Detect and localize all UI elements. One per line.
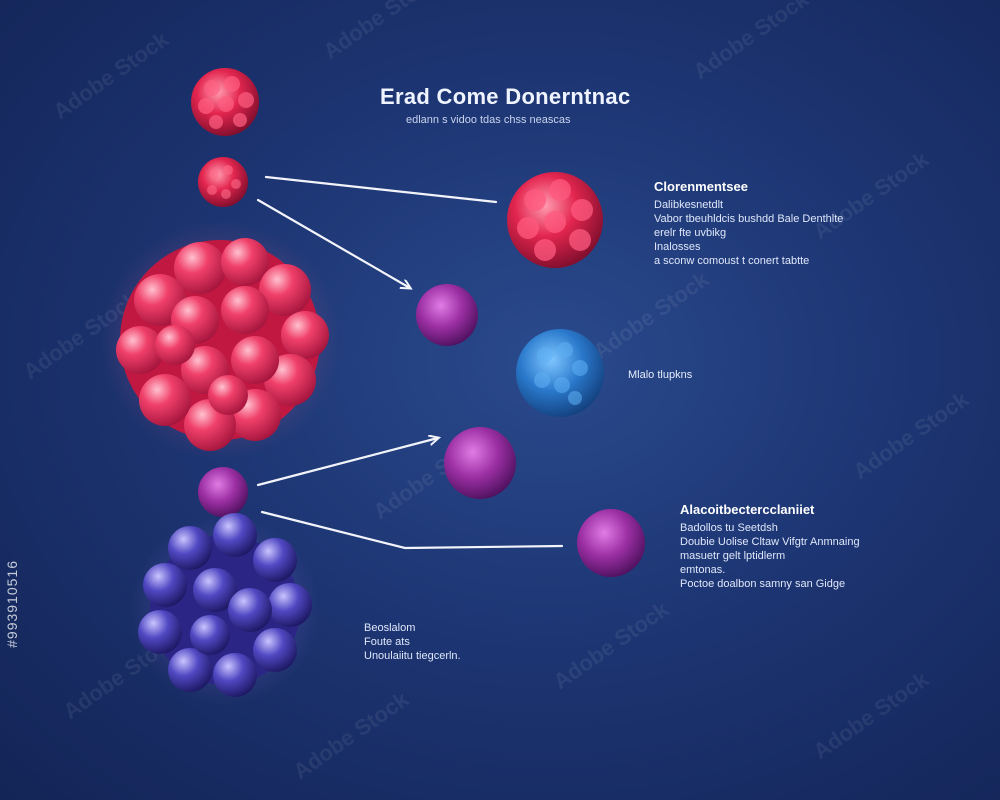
watermark-text: Adobe Stock [49, 26, 174, 124]
info-block-line: masuetr gelt lptidlerm [680, 550, 786, 562]
info-block-heading: Clorenmentsee [654, 179, 748, 194]
info-block-top-right: Clorenmentsee Dalibkesnetdlt Vabor tbeuh… [654, 180, 843, 268]
watermark-text: Adobe Stock [809, 666, 934, 764]
watermark-text: Adobe Stock [849, 386, 974, 484]
red-cell-small [198, 157, 248, 207]
purple-cell-right [577, 509, 645, 577]
connector-line [264, 175, 498, 204]
info-block-line: Poctoe doalbon samny san Gidge [680, 578, 846, 590]
info-block-line: Inalosses [654, 241, 701, 253]
arrow-to-purple-cell [256, 198, 410, 288]
blue-cell-label: Mlalo tlupkns [628, 369, 693, 381]
connector-line-lower [260, 510, 564, 550]
diagram-subtitle: edlann s vidoo tdas chss neascas [406, 114, 571, 126]
large-red-cluster [100, 220, 340, 460]
watermark-text: Adobe Stock [589, 266, 714, 364]
indigo-cluster [130, 513, 320, 705]
info-block-line: emtonas. [680, 564, 726, 576]
watermark-text: Adobe Stock [689, 0, 814, 84]
info-block-line: Doubie Uolise Cltaw Vifgtr Anmnaing [680, 536, 860, 548]
info-block-line: Dalibkesnetdlt [654, 199, 724, 211]
info-block-mid-right: Alacoitbectercclaniiet Badollos tu Seetd… [680, 503, 860, 591]
red-cell-top [191, 68, 259, 136]
red-cell-right [507, 172, 603, 268]
info-block-heading: Alacoitbectercclaniiet [680, 502, 815, 517]
purple-cell-small-left [198, 467, 248, 517]
info-block-line: Foute ats [364, 636, 410, 648]
info-block-bottom-left: Beoslalom Foute ats Unoulaiitu tiegcerln… [364, 621, 461, 663]
connector-lines [256, 175, 564, 550]
info-block-line: Badollos tu Seetdsh [680, 522, 778, 534]
watermark-text: Adobe Stock [549, 596, 674, 694]
watermark-image-id: #993910516 [4, 560, 20, 648]
blue-cell [516, 329, 604, 417]
purple-cell-lower [444, 427, 516, 499]
info-block-line: Vabor tbeuhldcis bushdd Bale Denthlte [654, 213, 844, 225]
diagram-title: Erad Come Donerntnac [380, 84, 631, 109]
watermark-text: Adobe Stock [319, 0, 444, 64]
purple-cell-upper [416, 284, 478, 346]
info-block-line: Beoslalom [364, 622, 416, 634]
info-block-line: a sconw comoust t conert tabtte [654, 255, 810, 267]
arrow-to-purple-cell-lower [256, 438, 438, 487]
watermark-text: Adobe Stock [289, 686, 414, 784]
info-block-line: erelr fte uvbikg [654, 227, 727, 239]
info-block-line: Unoulaiitu tiegcerln. [364, 650, 461, 662]
